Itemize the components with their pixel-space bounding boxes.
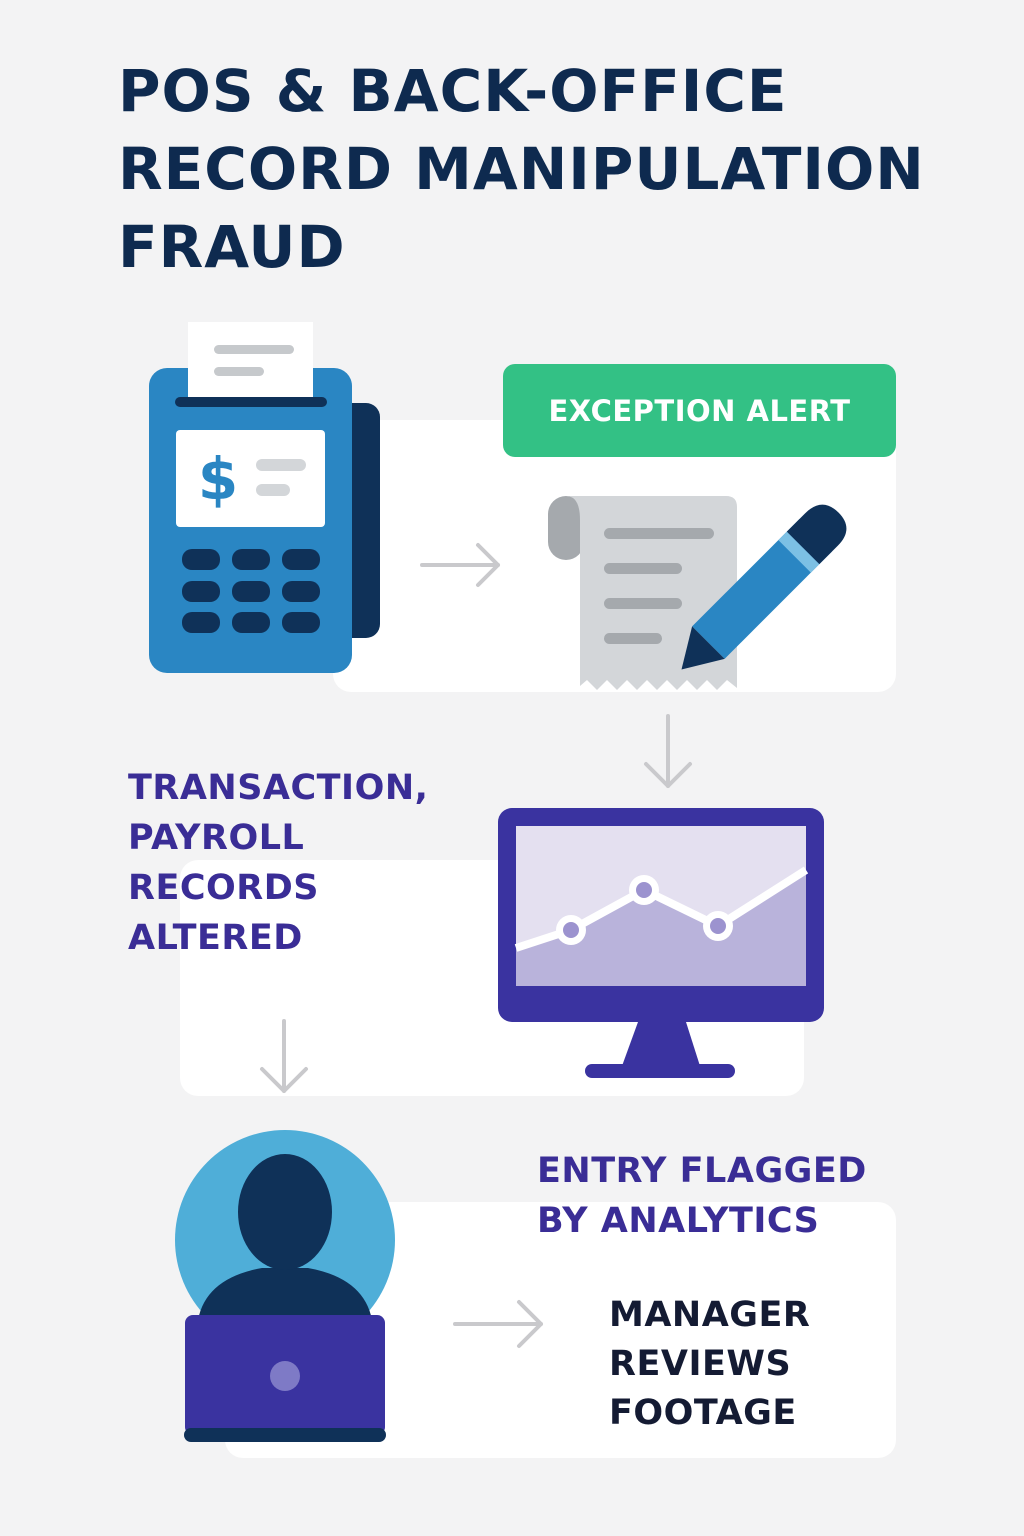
arrow-icon [453,1300,543,1348]
label-line: ENTRY FLAGGED [537,1151,867,1191]
label-line: RECORDS [128,868,320,908]
exception-alert-banner: EXCEPTION ALERT [503,364,896,457]
step-label-manager-reviews: MANAGER REVIEWS FOOTAGE [609,1291,810,1438]
analytics-monitor-icon [498,808,824,1078]
step-label-records-altered: TRANSACTION, PAYROLL RECORDS ALTERED [128,763,428,963]
label-line: FOOTAGE [609,1393,797,1433]
label-line: ALTERED [128,918,303,958]
step-label-entry-flagged: ENTRY FLAGGED BY ANALYTICS [537,1146,867,1246]
label-line: REVIEWS [609,1344,792,1384]
label-line: BY ANALYTICS [537,1201,820,1241]
label-line: PAYROLL [128,818,305,858]
arrow-icon [644,714,692,788]
title-line: FRAUD [118,213,346,281]
arrow-icon [260,1019,308,1093]
pencil-icon [681,504,847,670]
dollar-sign-icon: $ [198,445,238,513]
pos-terminal-icon: $ [149,322,380,673]
label-line: MANAGER [609,1295,811,1335]
arrow-icon [420,543,500,587]
title-line: POS & BACK-OFFICE [118,57,788,125]
page-title: POS & BACK-OFFICE RECORD MANIPULATION FR… [118,52,978,286]
person-at-laptop-icon [175,1130,395,1442]
exception-alert-label: EXCEPTION ALERT [548,393,851,428]
title-line: RECORD MANIPULATION [118,135,925,203]
label-line: TRANSACTION, [128,768,429,808]
